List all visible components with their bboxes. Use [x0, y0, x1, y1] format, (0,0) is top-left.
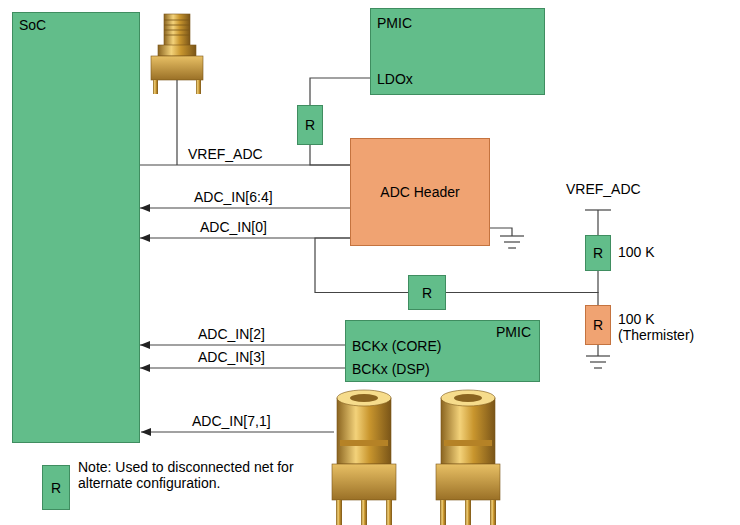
box-label: BCKx (CORE) [352, 338, 441, 354]
signal-name: ADC_IN[0] [198, 219, 269, 235]
resistor-value: 100 K [618, 244, 655, 260]
signal-name: VREF_ADC [186, 146, 265, 162]
signal-arrow [140, 207, 350, 208]
note-text: Note: Used to disconnected net for alter… [78, 459, 318, 491]
box-label: R [305, 117, 315, 133]
supply-wire [585, 210, 611, 235]
pmic-box: PMIC LDOx [370, 8, 545, 95]
signal-name: ADC_IN[3] [196, 349, 267, 365]
resistor-symbol: R [408, 275, 446, 310]
resistor-value: 100 K (Thermister) [618, 311, 713, 343]
signal-name: ADC_IN[6:4] [192, 189, 275, 205]
soc-box: SoC [12, 12, 140, 443]
box-label: SoC [19, 17, 46, 33]
legend-resistor: R [42, 465, 70, 510]
thermistor-symbol: R [585, 305, 611, 345]
mmcx-connector [332, 390, 396, 525]
box-label: PMIC [377, 15, 412, 31]
resistor-symbol: R [297, 105, 323, 145]
header-box: ADC Header [350, 138, 490, 246]
signal-arrow [141, 431, 334, 432]
ground-symbol [586, 345, 610, 368]
wire [310, 145, 350, 165]
wire [315, 238, 408, 293]
wire [446, 271, 598, 293]
signal-arrow [140, 344, 345, 345]
wire [310, 78, 370, 105]
pmic-box: PMIC BCKx (CORE) BCKx (DSP) [345, 320, 540, 382]
connector-wire [176, 80, 177, 165]
mmcx-connector [436, 390, 500, 525]
box-label: LDOx [377, 71, 413, 87]
signal-arrow [140, 367, 345, 368]
box-label: R [51, 480, 61, 496]
box-label: BCKx (DSP) [352, 361, 430, 377]
ground-symbol [490, 228, 524, 248]
box-label: PMIC [496, 324, 531, 340]
box-label: R [593, 245, 603, 261]
signal-name: ADC_IN[7,1] [192, 413, 271, 429]
signal-name: ADC_IN[2] [196, 326, 267, 342]
box-label: R [593, 317, 603, 333]
box-label: R [422, 285, 432, 301]
box-label: ADC Header [380, 184, 459, 200]
net-name: VREF_ADC [566, 181, 641, 197]
wire [446, 293, 598, 306]
resistor-symbol: R [585, 235, 611, 271]
